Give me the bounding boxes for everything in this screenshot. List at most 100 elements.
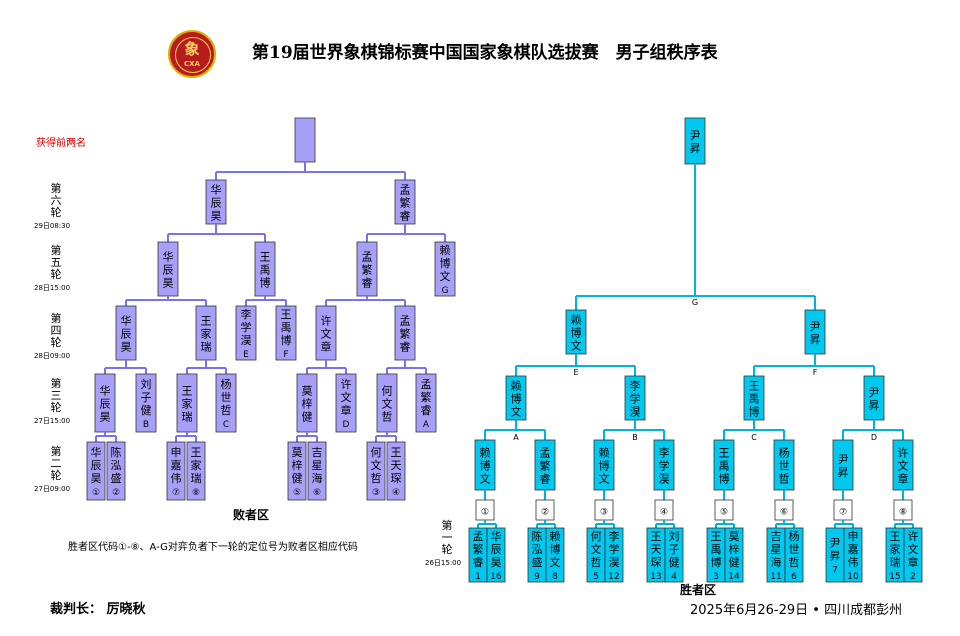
player-name-char: 瑞 xyxy=(201,340,212,354)
player-name-char: 李 xyxy=(630,379,641,393)
player-code: ⑤ xyxy=(293,488,301,498)
player-name-char: 学 xyxy=(659,459,670,473)
player-name-char: 文 xyxy=(908,542,919,556)
player-name-char: 博 xyxy=(599,460,610,473)
player-code: 5 xyxy=(593,572,599,582)
player-name-char: 吉 xyxy=(771,530,782,543)
player-name-char: 华 xyxy=(121,314,132,328)
player-code: ⑥ xyxy=(780,508,788,518)
player-name-char: 昊 xyxy=(491,556,502,569)
player-code: ③ xyxy=(372,488,380,498)
player-name-char: 子 xyxy=(669,543,680,556)
logo-char: 象 xyxy=(184,40,200,58)
player-name-char: 申 xyxy=(171,446,182,459)
player-name-char: 文 xyxy=(591,542,602,556)
player-name-char: 吉 xyxy=(312,446,323,459)
player-name-char: 昊 xyxy=(91,472,102,485)
player-name-char: 王 xyxy=(711,530,722,543)
player-name-char: 博 xyxy=(260,277,271,290)
player-name-char: 睿 xyxy=(473,555,484,569)
player-code: ③ xyxy=(600,508,608,518)
player-name-char: 昇 xyxy=(690,142,701,155)
loser-r2-box xyxy=(287,441,307,501)
player-name-char: 章 xyxy=(898,472,909,486)
round-label: 第三轮 xyxy=(50,377,62,414)
player-name-char: 家 xyxy=(890,542,901,556)
player-name-char: 孟 xyxy=(362,251,373,264)
player-name-char: 章 xyxy=(341,403,352,417)
player-name-char: 孟 xyxy=(473,530,484,543)
player-code: 16 xyxy=(490,572,502,582)
player-name-char: 杨 xyxy=(779,446,790,460)
player-name-char: 文 xyxy=(321,327,332,341)
player-name-char: 赖 xyxy=(511,380,522,393)
loser-r3-box xyxy=(415,373,437,433)
player-name-char: 健 xyxy=(141,404,152,417)
player-code: 6 xyxy=(791,572,797,582)
loser-r2-box xyxy=(86,441,106,501)
player-name-char: 文 xyxy=(571,339,582,353)
player-name-char: 禹 xyxy=(711,543,722,556)
player-code: ④ xyxy=(392,488,400,498)
player-name-char: 王 xyxy=(281,308,292,321)
player-name-char: 莫 xyxy=(302,385,313,398)
player-code: A xyxy=(423,420,430,430)
round-label: 第六轮 xyxy=(50,182,62,219)
player-name-char: 王 xyxy=(182,385,193,398)
player-name-char: 博 xyxy=(281,334,292,347)
player-name-char: 睿 xyxy=(421,403,432,417)
player-name-char: 杨 xyxy=(221,377,232,391)
player-code: ⑤ xyxy=(720,508,728,518)
player-name-char: 健 xyxy=(729,556,740,569)
player-code: F xyxy=(283,350,288,360)
player-name-char: 子 xyxy=(141,391,152,404)
player-name-char: 王 xyxy=(890,530,901,543)
player-name-char: 赖 xyxy=(599,447,610,460)
round-date: 26日15:00 xyxy=(425,559,462,567)
player-name-char: 瑞 xyxy=(182,410,193,424)
r1-box xyxy=(604,527,624,583)
player-code: C xyxy=(223,420,229,430)
round-label: 第五轮 xyxy=(50,244,62,281)
player-code: 1 xyxy=(475,572,481,582)
player-name-char: 辰 xyxy=(163,264,174,277)
player-name-char: 泓 xyxy=(111,458,122,472)
player-code: 10 xyxy=(847,572,859,582)
player-name-char: 星 xyxy=(312,459,323,472)
player-name-char: 李 xyxy=(609,529,620,543)
player-name-char: 哲 xyxy=(371,472,382,485)
player-name-char: 天 xyxy=(391,459,402,472)
loser-r2-box xyxy=(366,441,386,501)
player-code: 8 xyxy=(552,572,558,582)
loser-r3-box xyxy=(335,373,357,433)
player-code: ② xyxy=(112,488,120,498)
player-code: 11 xyxy=(770,572,781,582)
player-name-char: 华 xyxy=(91,445,102,459)
player-name-char: 王 xyxy=(391,446,402,459)
player-name-char: 健 xyxy=(292,472,303,485)
player-name-char: 王 xyxy=(719,447,730,460)
player-name-char: 哲 xyxy=(221,404,232,417)
player-name-char: 繁 xyxy=(362,263,373,277)
player-name-char: 海 xyxy=(771,555,782,569)
player-name-char: 辰 xyxy=(211,197,222,210)
player-name-char: 孟 xyxy=(400,184,411,197)
player-name-char: 禹 xyxy=(260,264,271,277)
player-name-char: 睿 xyxy=(400,209,411,223)
r1-box xyxy=(724,527,744,583)
player-name-char: 睿 xyxy=(400,340,411,354)
player-name-char: 天 xyxy=(651,543,662,556)
loser-r2-box xyxy=(186,441,206,501)
player-code: ④ xyxy=(660,508,668,518)
player-name-char: 梓 xyxy=(292,458,303,472)
player-name-char: 昇 xyxy=(810,333,821,346)
player-name-char: 盛 xyxy=(532,555,543,569)
player-name-char: 华 xyxy=(100,384,111,398)
player-name-char: 家 xyxy=(201,327,212,341)
player-name-char: 博 xyxy=(480,460,491,473)
player-name-char: 禹 xyxy=(281,321,292,334)
player-name-char: 孟 xyxy=(400,315,411,328)
player-name-char: 昊 xyxy=(163,277,174,290)
player-name-char: 伟 xyxy=(848,556,859,569)
loser-r4-box xyxy=(235,305,257,361)
